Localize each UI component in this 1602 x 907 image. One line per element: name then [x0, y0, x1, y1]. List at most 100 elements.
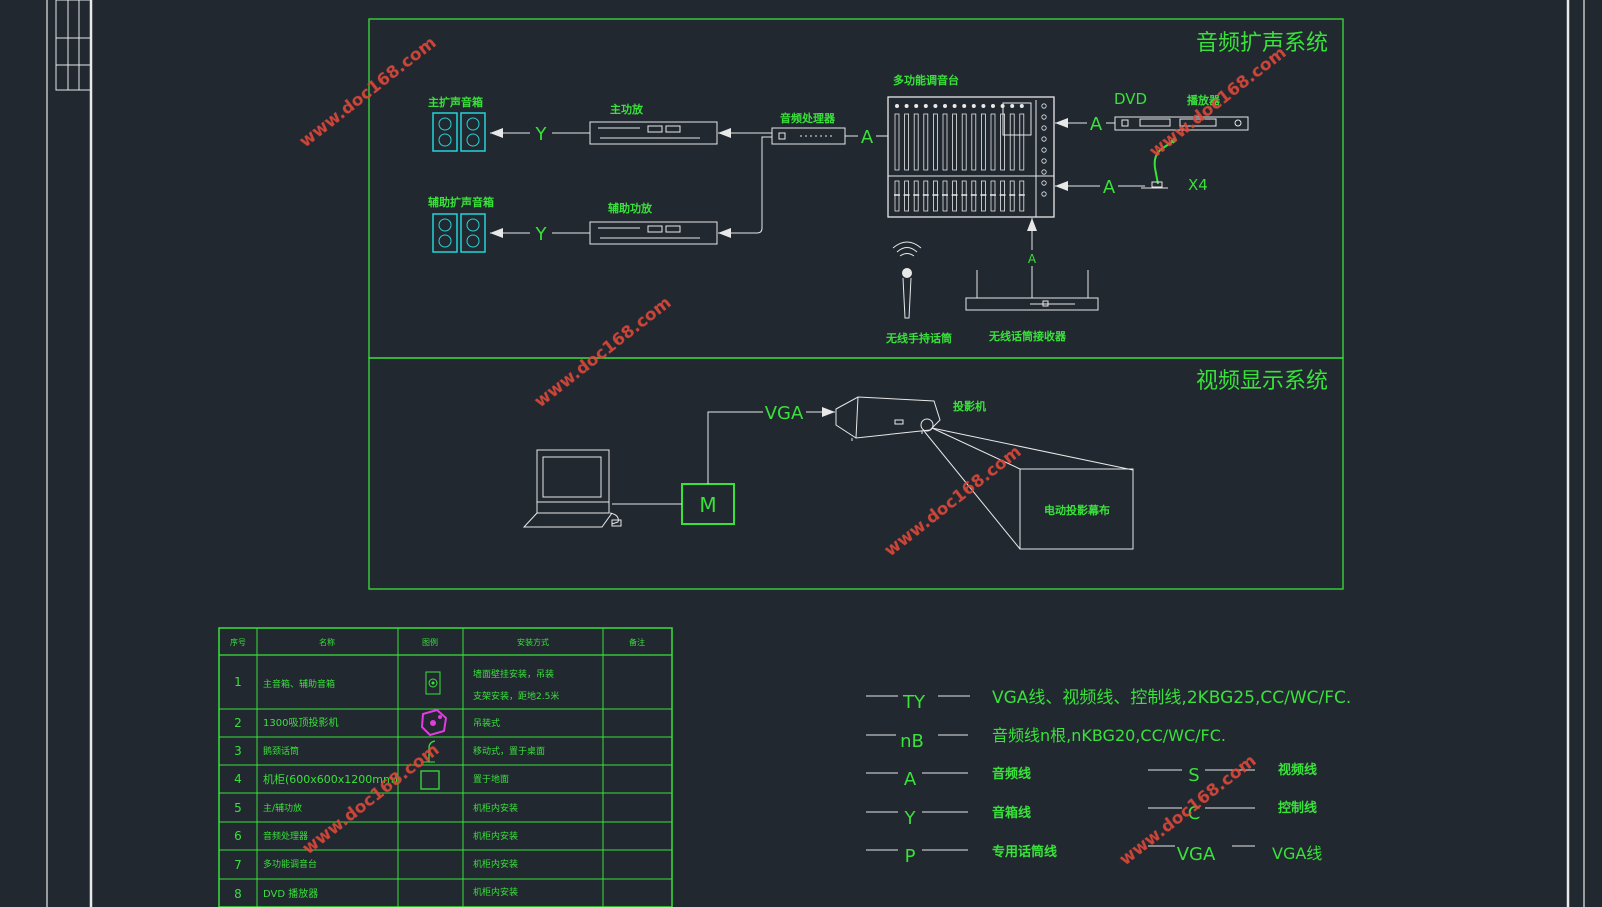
gooseneck-mic-code: A: [1103, 177, 1116, 198]
aux-amplifier-label: 辅助功放: [608, 201, 653, 215]
projection-screen: [1019, 468, 1134, 550]
row-install: 机柜内安装: [473, 858, 518, 870]
wireless-receiver-label: 无线话筒接收器: [988, 329, 1067, 343]
row-install: 置于地面: [473, 773, 509, 785]
projection-beams: [923, 427, 1134, 550]
speaker-symbol-icon: [425, 671, 441, 695]
row-install: 墙面壁挂安装，吊装: [473, 668, 554, 680]
row-install: 机柜内安装: [473, 802, 518, 814]
mixer-channel-detail: [1019, 113, 1025, 171]
row-install: 机柜内安装: [473, 886, 518, 898]
gooseneck-mic-icon: [1141, 137, 1178, 189]
watermark-text: www.doc168.com: [296, 33, 441, 152]
audio-processor-label: 音频处理器: [780, 111, 836, 125]
table-row: 6 音频处理器 机柜内安装: [234, 829, 518, 843]
projector-symbol-icon: [420, 708, 448, 737]
dvd-to-mixer-code: A: [1090, 114, 1103, 135]
watermark-text: www.doc168.com: [299, 740, 444, 859]
legend-desc: 专用话筒线: [992, 844, 1057, 860]
projector-icon: [835, 396, 941, 441]
cabinet-symbol-icon: [420, 770, 440, 790]
row-number: 5: [234, 801, 242, 815]
mixer-channel-detail: [1041, 136, 1047, 142]
mixer-channel-detail: [933, 104, 938, 108]
row-number: 1: [234, 675, 242, 689]
mixer-channel-detail: [943, 104, 947, 108]
legend-code: nB: [900, 731, 924, 752]
mixer-channel-detail: [1000, 113, 1005, 171]
table-header: 备注: [629, 637, 645, 647]
player-label: 播放器: [1187, 93, 1221, 107]
main-speakers-icon: [432, 112, 486, 152]
mixer-channel-detail: [991, 104, 995, 108]
row-name: 鹅颈话筒: [263, 745, 299, 757]
mixer-channel-detail: [1019, 180, 1025, 212]
mixer-channel-detail: [1000, 104, 1005, 108]
main-speaker-line: [490, 128, 590, 138]
matrix-label: M: [699, 493, 716, 517]
aux-speaker-line: [490, 228, 590, 238]
video-system-frame: [368, 357, 1344, 590]
main-amplifier-icon: [589, 121, 718, 145]
legend-code: S: [1188, 765, 1199, 786]
row-name: 主音箱、辅助音箱: [263, 678, 335, 690]
legend-desc: VGA线: [1272, 844, 1322, 863]
row-install: 机柜内安装: [473, 830, 518, 842]
row-number: 2: [234, 716, 242, 730]
row-install: 移动式，置于桌面: [473, 745, 545, 757]
mixer-channel-detail: [1009, 180, 1015, 212]
line-legend: [866, 695, 1255, 851]
receiver-to-mixer-line: [1027, 218, 1037, 298]
mixer-channel-detail: [1041, 180, 1047, 186]
vga-line-label: VGA: [765, 403, 804, 424]
computer-icon: [522, 449, 622, 528]
mixer-channel-detail: [914, 104, 919, 108]
row-number: 6: [234, 829, 242, 843]
mixer-to-processor-code: A: [861, 127, 874, 148]
mixer-channel-detail: [990, 180, 996, 212]
screen-label: 电动投影幕布: [1044, 503, 1110, 517]
receiver-line-code: A: [1028, 252, 1037, 266]
drawing-frame: [46, 0, 1585, 907]
mixing-console-icon: [887, 96, 1055, 218]
row-name: 1300吸顶投影机: [263, 716, 338, 729]
mixer-channel-detail: [1041, 103, 1047, 109]
row-name: DVD 播放器: [263, 887, 318, 900]
table-row: 7 多功能调音台 机柜内安装: [234, 858, 518, 872]
legend-desc: 控制线: [1278, 800, 1317, 816]
row-number: 7: [234, 858, 242, 872]
table-header: 安装方式: [517, 637, 549, 647]
mixer-channel-detail: [1041, 169, 1047, 175]
mixer-channel-detail: [952, 180, 957, 212]
table-row: 3 鹅颈话筒 移动式，置于桌面: [234, 744, 545, 758]
aux-speakers-icon: [432, 213, 486, 253]
dvd-player-icon: [1114, 116, 1249, 131]
table-row: 8 DVD 播放器 机柜内安装: [234, 886, 518, 901]
mixer-channel-detail: [961, 180, 967, 212]
mixer-channel-detail: [1019, 104, 1024, 108]
table-row: 2 1300吸顶投影机 吊装式: [234, 716, 500, 730]
legend-code: P: [905, 846, 916, 867]
mixer-channel-detail: [990, 113, 996, 171]
mixer-channel-detail: [1041, 125, 1047, 131]
mixer-channel-detail: [952, 113, 957, 171]
watermark-text: www.doc168.com: [1146, 43, 1291, 162]
mixer-channel-detail: [942, 113, 948, 171]
mixer-channel-detail: [1041, 147, 1047, 153]
mixer-channel-detail: [895, 104, 899, 108]
mixer-channel-detail: [913, 180, 919, 212]
mixer-label: 多功能调音台: [893, 73, 959, 87]
wireless-receiver-icon: [965, 270, 1099, 311]
mixer-channel-detail: [894, 113, 900, 171]
row-name: 机柜(600x600x1200mm): [263, 772, 398, 786]
mixer-channel-detail: [1041, 158, 1047, 164]
mixer-channel-detail: [962, 104, 967, 108]
aux-amplifier-icon: [589, 221, 718, 245]
aux-speaker-line-code: Y: [535, 224, 548, 245]
mixer-channel-detail: [981, 180, 986, 212]
main-speakers-label: 主扩声音箱: [428, 95, 483, 109]
row-number: 3: [234, 744, 242, 758]
handheld-mic-icon: [892, 241, 922, 319]
row-number: 8: [234, 887, 242, 901]
table-header: 名称: [319, 637, 335, 647]
